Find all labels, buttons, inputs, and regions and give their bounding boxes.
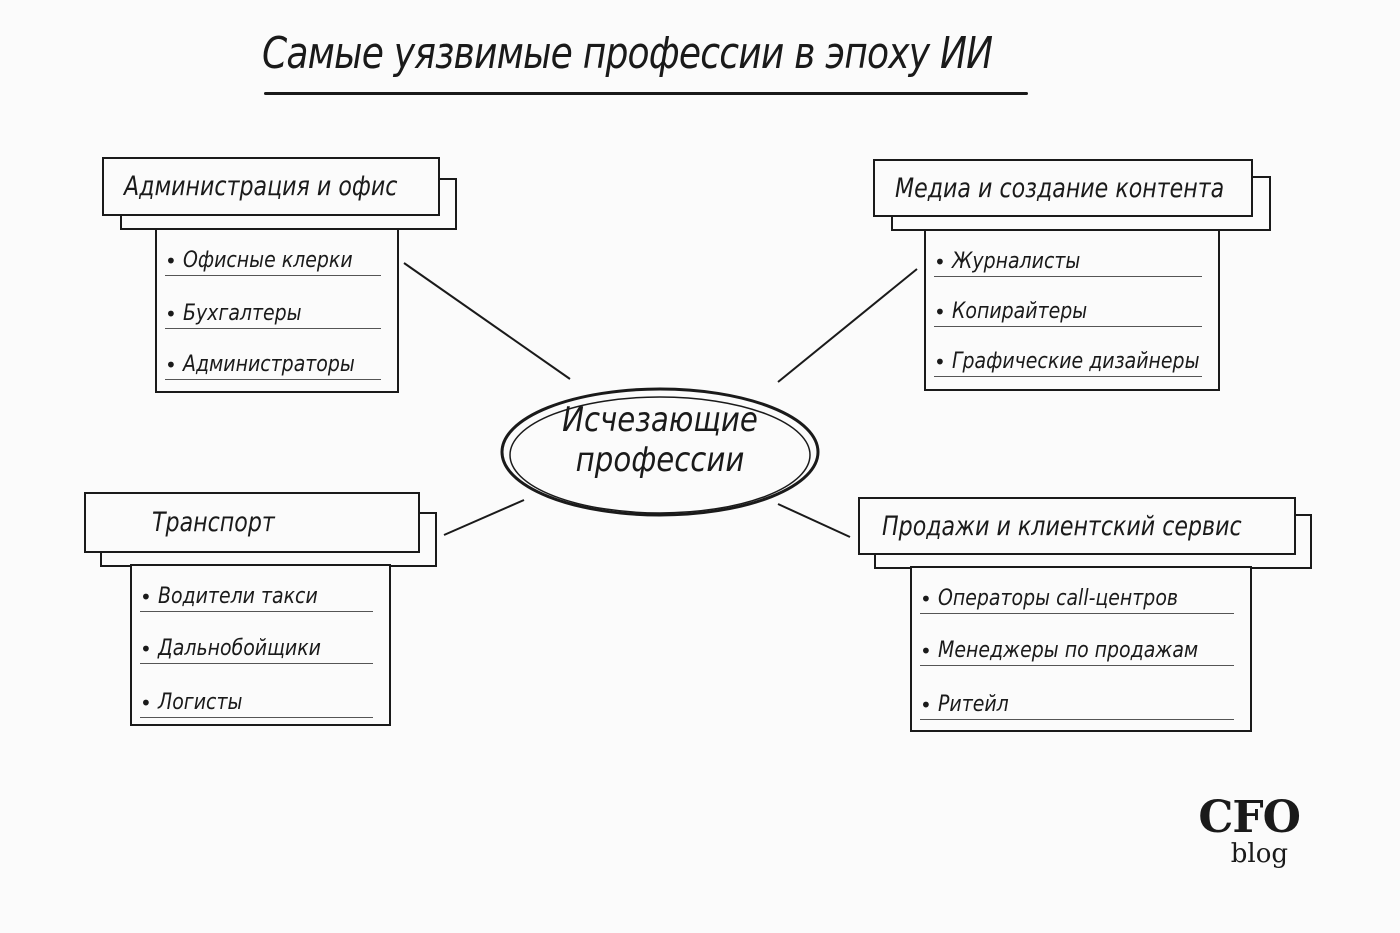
- center-ellipse-inner: [509, 396, 811, 514]
- category-header-media: Медиа и создание контента: [873, 159, 1253, 217]
- cfo-blog-logo: CFO blog: [1190, 792, 1301, 869]
- category-list-sales: •Операторы call-центров •Менеджеры по пр…: [910, 566, 1252, 732]
- title-underline: [264, 92, 1028, 95]
- category-title-media: Медиа и создание контента: [895, 172, 1225, 204]
- center-node: Исчезающие профессии: [502, 400, 818, 480]
- category-header-transport: Транспорт: [84, 492, 420, 553]
- list-item: •Бухгалтеры: [165, 283, 381, 329]
- list-item: •Дальнобойщики: [140, 618, 373, 664]
- center-line-1: Исчезающие: [562, 400, 758, 440]
- category-list-media: •Журналисты •Копирайтеры •Графические ди…: [924, 229, 1220, 391]
- list-item: •Менеджеры по продажам: [920, 620, 1234, 666]
- connector-media: [777, 268, 918, 383]
- category-title-sales: Продажи и клиентский сервис: [882, 510, 1242, 542]
- logo-sub: blog: [1230, 839, 1288, 869]
- list-item: •Администраторы: [165, 334, 381, 380]
- category-list-transport: •Водители такси •Дальнобойщики •Логисты: [130, 564, 391, 726]
- category-list-admin: •Офисные клерки •Бухгалтеры •Администрат…: [155, 228, 399, 393]
- logo-main: CFO: [1198, 792, 1301, 843]
- center-ellipse: [500, 387, 820, 517]
- connector-transport: [443, 499, 525, 536]
- list-item: •Логисты: [140, 672, 373, 718]
- list-item: •Журналисты: [934, 231, 1202, 277]
- list-item: •Ритейл: [920, 674, 1234, 720]
- category-title-admin: Администрация и офис: [124, 171, 398, 202]
- list-item: •Графические дизайнеры: [934, 331, 1202, 377]
- category-title-transport: Транспорт: [152, 507, 275, 538]
- category-header-admin: Администрация и офис: [102, 157, 440, 216]
- list-item: •Офисные клерки: [165, 230, 381, 276]
- connector-admin: [403, 262, 571, 380]
- list-item: •Водители такси: [140, 566, 373, 612]
- center-line-2: профессии: [575, 440, 745, 480]
- page-title: Самые уязвимые профессии в эпоху ИИ: [262, 28, 993, 79]
- list-item: •Копирайтеры: [934, 281, 1202, 327]
- connector-sales: [777, 503, 851, 538]
- category-header-sales: Продажи и клиентский сервис: [858, 497, 1296, 555]
- list-item: •Операторы call-центров: [920, 568, 1234, 614]
